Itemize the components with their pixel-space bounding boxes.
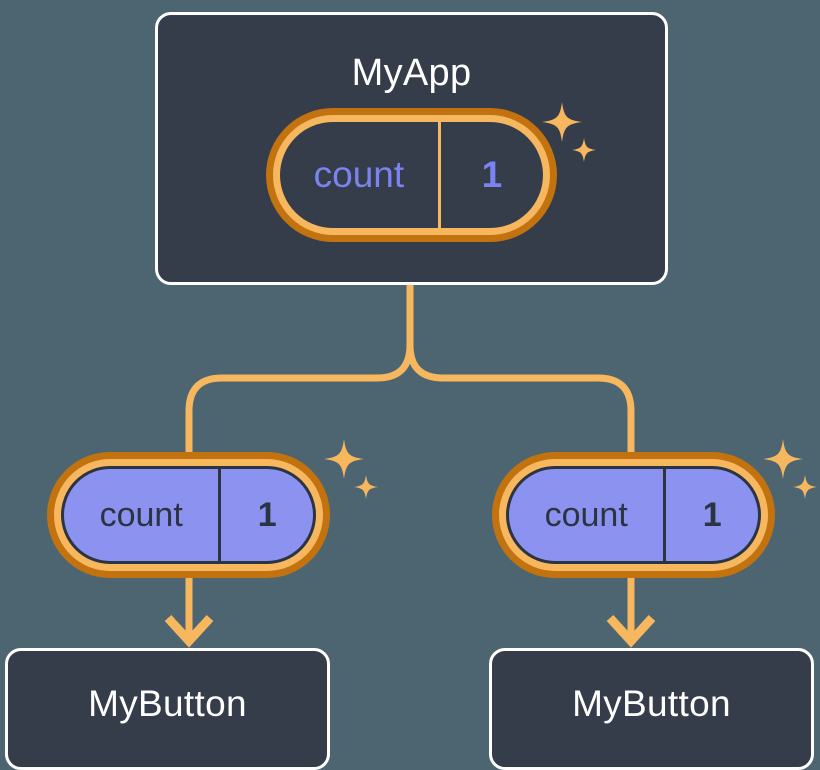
state-pill-inner-ring: count 1 <box>499 459 768 571</box>
connector-branch-right <box>406 344 635 460</box>
state-pill-left[interactable]: count 1 <box>47 452 330 578</box>
state-pill-myapp[interactable]: count 1 <box>266 108 557 242</box>
state-pill-body: count 1 <box>506 466 761 564</box>
node-myapp-label: MyApp <box>351 52 472 94</box>
arrow-head-right <box>606 614 656 648</box>
node-mybutton-label: MyButton <box>88 683 247 724</box>
state-pill-right[interactable]: count 1 <box>492 452 775 578</box>
node-mybutton-card-right[interactable]: MyButton <box>489 648 814 770</box>
connector-branch-left <box>185 344 414 460</box>
state-pill-inner-ring: count 1 <box>273 115 550 235</box>
node-mybutton-label: MyButton <box>572 683 731 724</box>
state-pill-body: count 1 <box>61 466 316 564</box>
state-pill-value: 1 <box>481 154 503 195</box>
state-pill-key: count <box>64 469 222 561</box>
node-mybutton-card-left[interactable]: MyButton <box>5 648 330 770</box>
arrow-head-left <box>164 614 214 648</box>
state-pill-inner-ring: count 1 <box>54 459 323 571</box>
state-pill-key: count <box>509 469 667 561</box>
state-pill-value: 1 <box>702 495 722 534</box>
state-pill-value: 1 <box>257 495 277 534</box>
state-pill-key: count <box>280 122 441 228</box>
state-pill-body: count 1 <box>280 122 543 228</box>
